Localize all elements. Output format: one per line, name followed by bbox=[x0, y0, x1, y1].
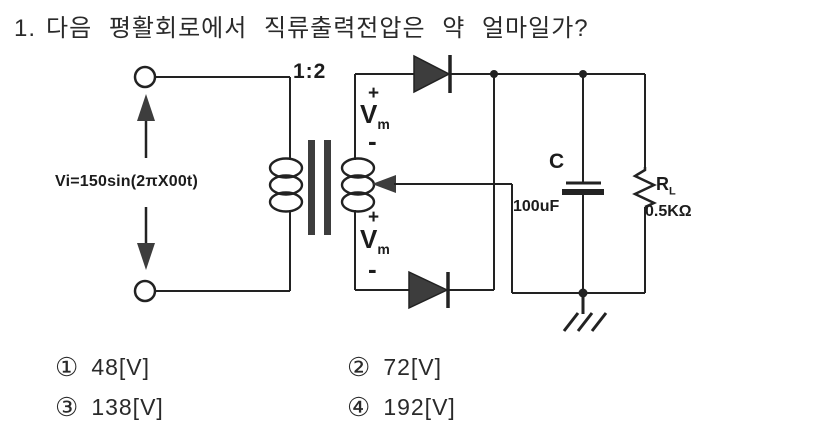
option-1-marker: ① bbox=[55, 352, 79, 382]
answer-option-3: ③ 138[V] bbox=[55, 392, 164, 423]
transformer-primary-coil bbox=[268, 157, 304, 213]
vm-bottom-sub: m bbox=[377, 241, 390, 258]
source-voltage-label: Vi=150sin(2πX00t) bbox=[55, 173, 198, 190]
vm-top-v: V bbox=[360, 99, 378, 129]
primary-wires bbox=[156, 76, 291, 292]
load-value-label: 0.5KΩ bbox=[645, 203, 692, 220]
capacitor-value-label: 100uF bbox=[513, 198, 560, 215]
secondary-wires bbox=[354, 73, 415, 291]
turns-ratio-label: 1:2 bbox=[293, 60, 327, 83]
vm-top-sub: m bbox=[377, 116, 390, 133]
ground-symbol-icon bbox=[562, 293, 608, 332]
vm-bottom-plus-label: + bbox=[368, 207, 380, 228]
question-number: 1. bbox=[14, 15, 37, 42]
option-1-label: 48[V] bbox=[91, 354, 151, 380]
source-arrow-down-icon bbox=[137, 207, 155, 270]
resistor-symbol bbox=[632, 74, 657, 293]
transformer-core bbox=[308, 140, 331, 235]
option-2-marker: ② bbox=[347, 352, 371, 382]
diode-bottom-icon bbox=[408, 270, 450, 310]
terminal-bottom bbox=[133, 279, 157, 303]
answer-option-1: ① 48[V] bbox=[55, 352, 150, 383]
vm-top-label: Vm bbox=[360, 101, 390, 131]
vm-bottom-minus-label: - bbox=[368, 254, 377, 284]
load-name-sub: L bbox=[669, 185, 676, 198]
load-name-label: RL bbox=[656, 175, 676, 198]
diode-top-icon bbox=[413, 54, 452, 94]
vm-top-minus-label: - bbox=[368, 126, 377, 156]
question: 1. 다음 평활회로에서 직류출력전압은 약 얼마일가? bbox=[14, 8, 589, 43]
source-arrow-up-icon bbox=[137, 94, 155, 158]
capacitor-symbol bbox=[562, 74, 604, 293]
answer-option-2: ② 72[V] bbox=[347, 352, 442, 383]
load-name-r: R bbox=[656, 174, 669, 194]
terminal-top bbox=[133, 65, 157, 89]
option-3-marker: ③ bbox=[55, 392, 79, 422]
vm-bottom-v: V bbox=[360, 224, 378, 254]
option-3-label: 138[V] bbox=[91, 394, 164, 420]
capacitor-name-label: C bbox=[549, 150, 565, 173]
transformer-secondary-coil bbox=[340, 157, 376, 213]
center-tap-arrow-icon bbox=[372, 175, 513, 293]
question-text: 다음 평활회로에서 직류출력전압은 약 얼마일가? bbox=[46, 15, 589, 42]
vm-bottom-label: Vm bbox=[360, 226, 390, 256]
answer-option-4: ④ 192[V] bbox=[347, 392, 456, 423]
option-4-marker: ④ bbox=[347, 392, 371, 422]
option-4-label: 192[V] bbox=[383, 394, 456, 420]
vm-top-plus-label: + bbox=[368, 83, 380, 104]
option-2-label: 72[V] bbox=[383, 354, 443, 380]
